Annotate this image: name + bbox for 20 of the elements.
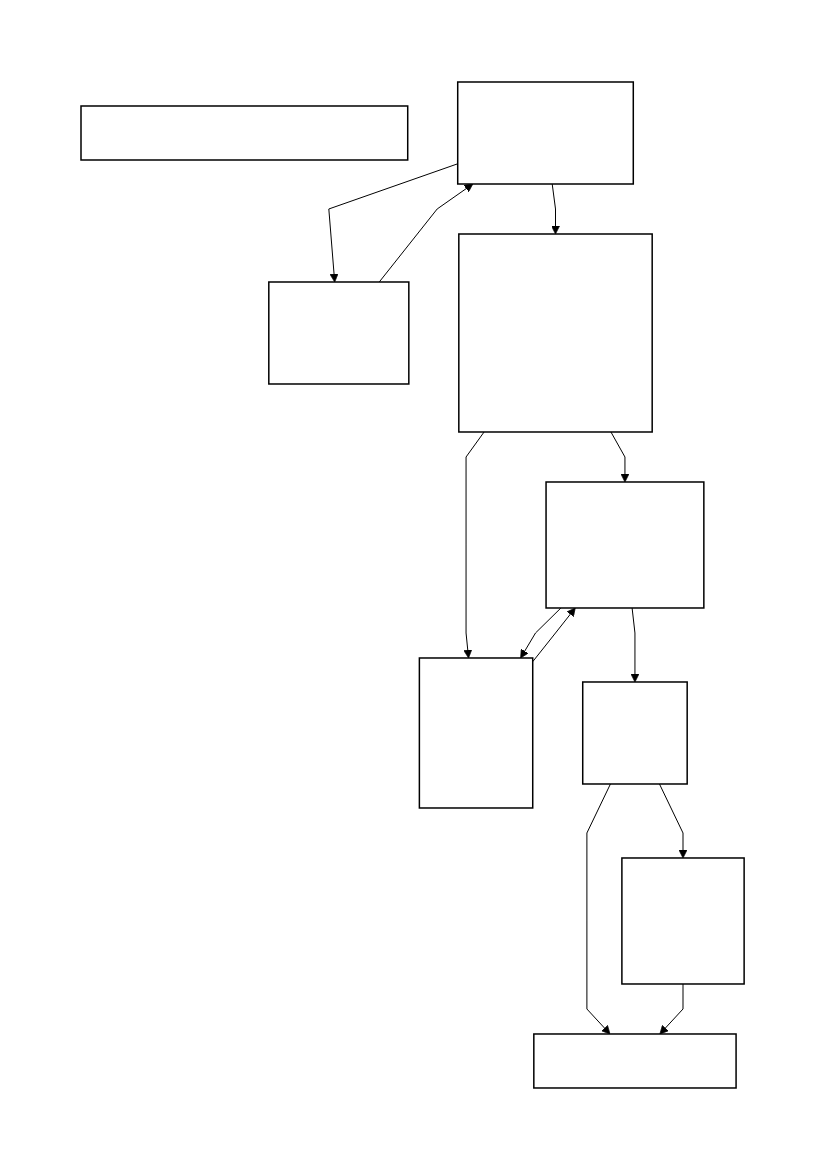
node-box xyxy=(621,856,746,985)
node-box xyxy=(545,480,706,609)
node-box xyxy=(80,104,409,161)
arrow xyxy=(520,607,562,658)
node-box xyxy=(582,680,689,785)
arrow xyxy=(551,183,561,234)
arrow xyxy=(532,607,577,662)
node-box xyxy=(419,656,534,809)
node-box xyxy=(458,232,654,433)
node-box xyxy=(533,1032,738,1089)
node-box xyxy=(457,80,635,185)
arrow xyxy=(328,162,459,282)
arrow xyxy=(586,783,612,1034)
node-box xyxy=(268,280,410,385)
arrow xyxy=(659,983,684,1034)
arrow xyxy=(631,607,640,682)
arrow xyxy=(610,431,630,482)
arrow xyxy=(463,431,486,658)
arrow xyxy=(659,783,688,858)
arrow xyxy=(379,183,474,282)
